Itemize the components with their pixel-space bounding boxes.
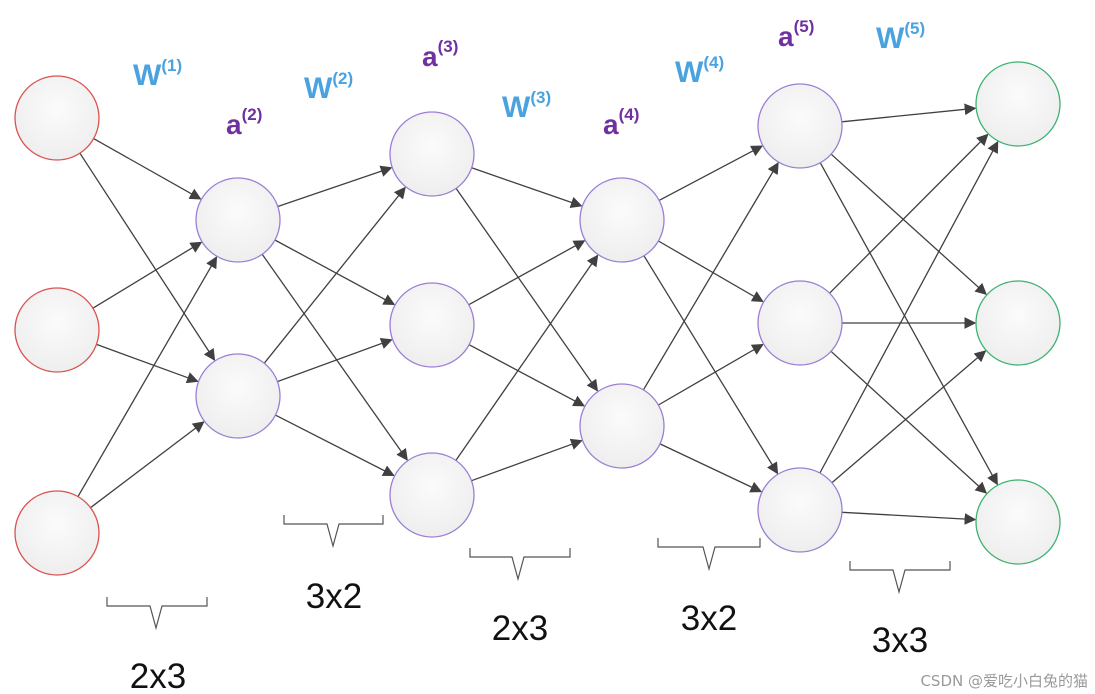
dimension-label-4: 3x2 xyxy=(681,599,737,638)
edge-l5-n3-to-l6-n1 xyxy=(819,140,999,474)
edge-l3-n2-to-l4-n2 xyxy=(468,344,586,407)
edge-l1-n1-to-l2-n1 xyxy=(93,138,202,200)
edge-l2-n1-to-l3-n2 xyxy=(274,239,396,306)
weight-label-4: W(4) xyxy=(675,53,724,89)
edge-l3-n3-to-l4-n2 xyxy=(471,438,583,482)
edge-l4-n2-to-l5-n2 xyxy=(658,343,764,406)
weight-label-1: W(1) xyxy=(133,56,182,92)
dimension-label-2: 3x2 xyxy=(306,577,362,616)
edges-group xyxy=(77,103,999,525)
edge-l3-n3-to-l4-n1 xyxy=(455,254,599,461)
edge-l2-n2-to-l3-n3 xyxy=(275,414,395,477)
edge-l1-n1-to-l2-n2 xyxy=(79,152,216,361)
dimension-label-1: 2x3 xyxy=(130,657,186,694)
edge-l5-n3-to-l6-n2 xyxy=(831,350,987,484)
hidden-node-layer3-2 xyxy=(389,282,475,368)
hidden-node-layer5-2 xyxy=(757,280,843,366)
activation-label-5: a(5) xyxy=(778,17,814,52)
edge-l5-n2-to-l6-n1 xyxy=(829,133,989,294)
edge-l1-n3-to-l2-n1 xyxy=(77,256,218,497)
edge-l2-n1-to-l3-n1 xyxy=(277,165,393,208)
edge-l4-n1-to-l5-n1 xyxy=(658,145,764,201)
hidden-node-layer2-1 xyxy=(195,177,281,263)
hidden-node-layer4-1 xyxy=(579,177,665,263)
brace-5 xyxy=(849,561,951,595)
edge-l5-n1-to-l6-n1 xyxy=(841,103,977,123)
hidden-node-layer5-1 xyxy=(757,83,843,169)
edge-l5-n2-to-l6-n3 xyxy=(830,350,988,494)
activation-label-3: a(3) xyxy=(422,37,458,72)
edge-l1-n2-to-l2-n2 xyxy=(96,343,199,384)
edge-l5-n1-to-l6-n2 xyxy=(830,153,987,295)
edge-l3-n2-to-l4-n1 xyxy=(468,240,586,306)
hidden-node-layer5-3 xyxy=(757,467,843,553)
edge-l3-n1-to-l4-n1 xyxy=(471,167,583,208)
hidden-node-layer3-1 xyxy=(389,111,475,197)
input-node-layer1-1 xyxy=(14,75,100,161)
hidden-node-layer3-3 xyxy=(389,452,475,538)
nodes-group xyxy=(14,61,1061,576)
input-node-layer1-2 xyxy=(14,287,100,373)
watermark: CSDN @爱吃小白兔的猫 xyxy=(920,672,1088,690)
activation-label-2: a(2) xyxy=(226,105,262,140)
edge-l3-n1-to-l4-n2 xyxy=(455,188,599,392)
input-node-layer1-3 xyxy=(14,490,100,576)
brace-4 xyxy=(657,538,761,572)
weight-label-5: W(5) xyxy=(876,19,925,55)
edge-l2-n2-to-l3-n1 xyxy=(263,186,406,364)
output-node-layer6-1 xyxy=(975,61,1061,147)
dimension-label-5: 3x3 xyxy=(872,621,928,660)
edge-l4-n2-to-l5-n3 xyxy=(659,443,763,493)
edge-l4-n1-to-l5-n2 xyxy=(658,240,764,303)
output-node-layer6-2 xyxy=(975,280,1061,366)
brace-2 xyxy=(283,515,384,549)
edge-l2-n1-to-l3-n3 xyxy=(261,253,408,461)
output-node-layer6-3 xyxy=(975,479,1061,565)
edge-l2-n2-to-l3-n2 xyxy=(277,337,393,383)
brace-1 xyxy=(106,597,208,631)
edge-l1-n2-to-l2-n1 xyxy=(92,241,203,309)
edge-l4-n2-to-l5-n1 xyxy=(642,161,779,391)
weight-label-3: W(3) xyxy=(502,88,551,124)
edge-l5-n3-to-l6-n3 xyxy=(841,511,977,525)
hidden-node-layer4-2 xyxy=(579,383,665,469)
dimension-label-3: 2x3 xyxy=(492,609,548,648)
weight-label-2: W(2) xyxy=(304,69,353,105)
edge-l4-n1-to-l5-n3 xyxy=(643,255,779,475)
activation-label-4: a(4) xyxy=(603,105,639,140)
hidden-node-layer2-2 xyxy=(195,353,281,439)
brace-3 xyxy=(469,548,571,582)
edge-l1-n3-to-l2-n2 xyxy=(90,421,205,509)
